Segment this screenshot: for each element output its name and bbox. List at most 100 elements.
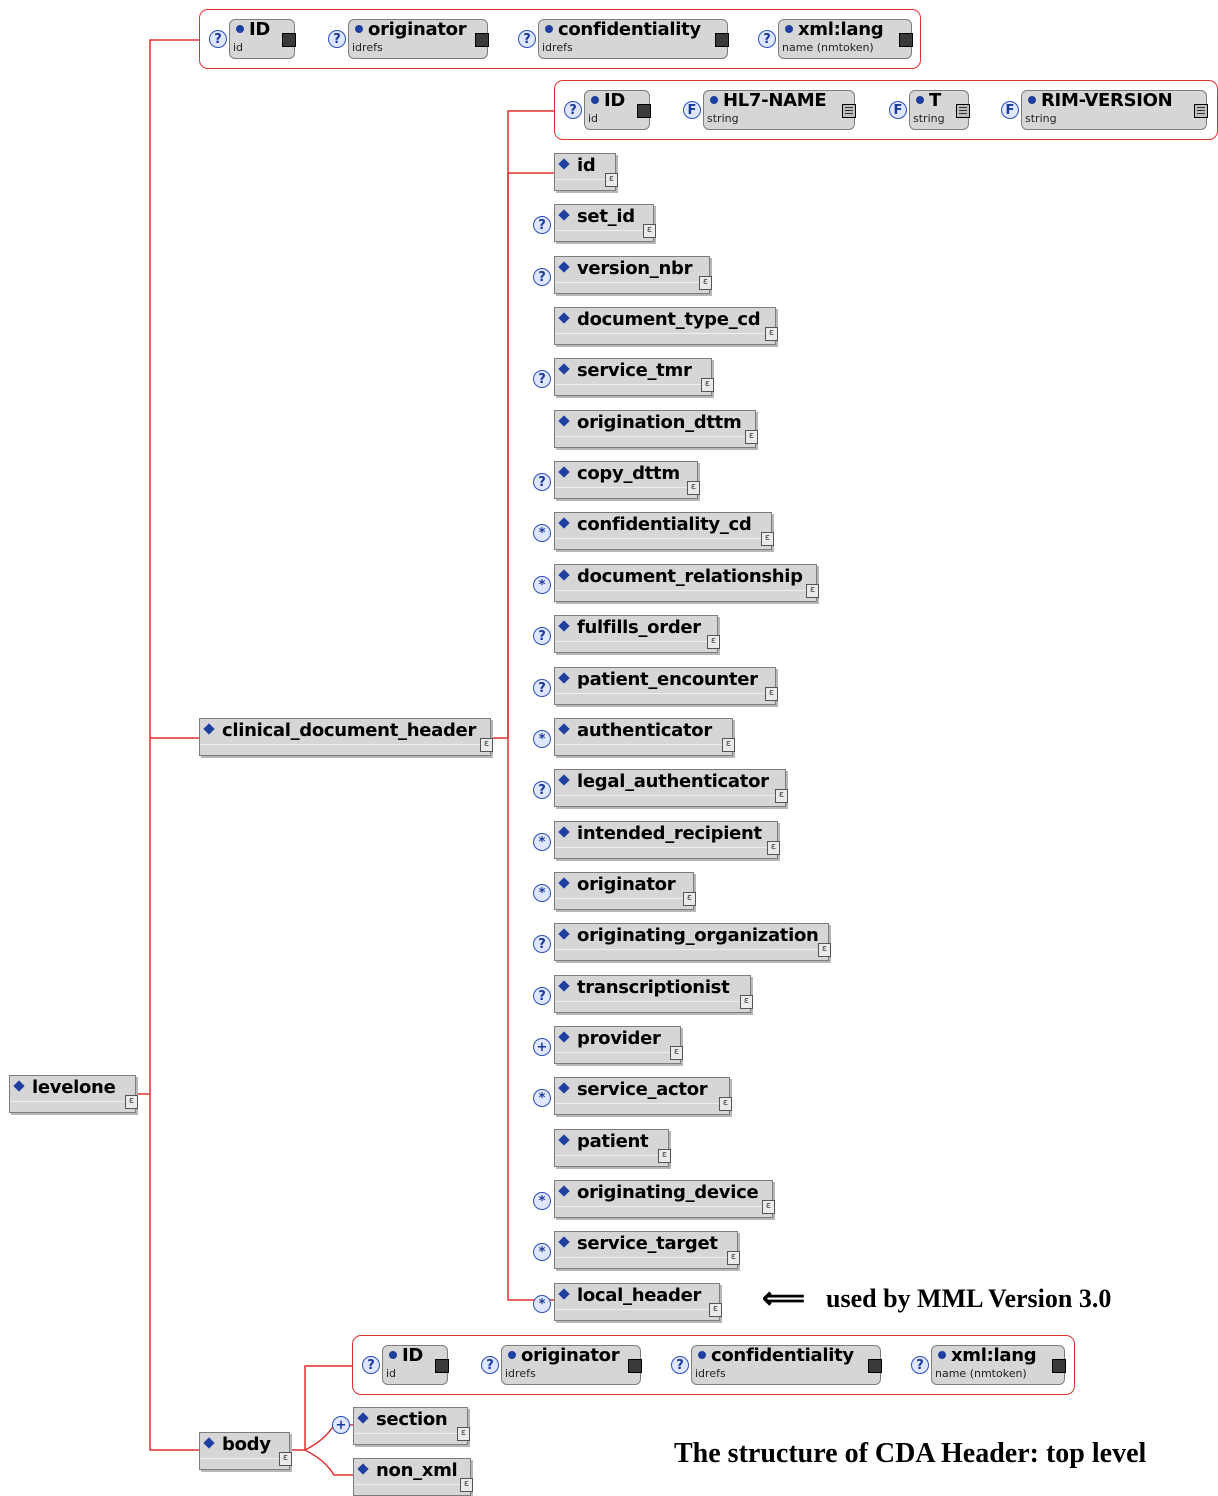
optional-icon: ?	[533, 473, 551, 492]
complex-type-icon: ε	[643, 224, 656, 239]
attribute-type-icon	[1194, 104, 1208, 118]
one-or-more-icon: +	[332, 1416, 350, 1434]
element-icon	[558, 517, 570, 530]
attribute-type-icon	[899, 33, 913, 47]
element-icon	[558, 209, 570, 222]
element-label: service_actor	[577, 1079, 708, 1101]
element-label: originator	[577, 873, 676, 895]
optional-icon: ?	[758, 30, 776, 48]
attribute-originator[interactable]: originator idrefs	[348, 19, 489, 59]
attribute-type-icon	[282, 33, 296, 47]
element-levelone[interactable]: levelone ε	[9, 1075, 138, 1113]
element-icon	[203, 723, 215, 735]
element-provider[interactable]: provider ε	[554, 1025, 683, 1064]
attribute-id[interactable]: ID id	[382, 1345, 449, 1385]
one-or-more-icon: +	[533, 1037, 551, 1056]
element-icon	[558, 774, 570, 786]
element-icon	[357, 1412, 369, 1424]
element-clinical-document-header[interactable]: clinical_document_header ε	[199, 718, 493, 756]
attribute-originator[interactable]: originator idrefs	[501, 1345, 642, 1385]
attribute-type-icon	[842, 104, 856, 118]
attribute-xml-lang[interactable]: xml:lang name (nmtoken)	[931, 1345, 1066, 1385]
element-icon	[558, 877, 570, 889]
attribute-type-icon	[956, 104, 970, 118]
element-label: document_relationship	[577, 565, 803, 587]
element-icon	[558, 1133, 570, 1146]
complex-type-icon: ε	[722, 737, 735, 752]
complex-type-icon: ε	[767, 840, 780, 855]
attribute-xml-lang[interactable]: xml:lang name (nmtoken)	[778, 19, 913, 59]
element-icon	[357, 1463, 369, 1475]
attribute-dot-icon	[389, 1351, 397, 1359]
element-label: originating_organization	[577, 925, 819, 947]
zero-or-more-icon: *	[533, 883, 551, 902]
zero-or-more-icon: *	[533, 832, 551, 851]
element-label: provider	[577, 1027, 661, 1049]
element-icon	[558, 261, 570, 273]
complex-type-icon: ε	[740, 994, 753, 1009]
attribute-t[interactable]: T string	[909, 90, 970, 130]
element-icon	[558, 723, 570, 735]
attribute-type-icon	[628, 1359, 642, 1373]
element-label: confidentiality_cd	[577, 514, 752, 536]
attribute-type-icon	[637, 104, 651, 118]
attribute-dot-icon	[698, 1351, 706, 1359]
complex-type-icon: ε	[709, 1302, 722, 1317]
element-icon	[558, 1236, 570, 1249]
complex-type-icon: ε	[806, 583, 819, 598]
complex-type-icon: ε	[775, 789, 788, 804]
attribute-id[interactable]: ID id	[229, 19, 296, 59]
complex-type-icon: ε	[279, 1452, 292, 1466]
element-label: set_id	[577, 206, 635, 228]
complex-type-icon: ε	[670, 1045, 683, 1060]
element-icon	[203, 1437, 215, 1449]
element-icon	[558, 415, 570, 427]
attribute-confidentiality[interactable]: confidentiality idrefs	[538, 19, 729, 59]
optional-icon: ?	[564, 101, 582, 119]
attribute-hl7-name[interactable]: HL7-NAME string	[703, 90, 856, 130]
element-section[interactable]: section ε	[353, 1407, 470, 1445]
optional-icon: ?	[533, 370, 551, 389]
element-icon	[558, 620, 570, 632]
complex-type-icon: ε	[818, 943, 831, 958]
attribute-rim-version[interactable]: RIM-VERSION string	[1021, 90, 1208, 130]
complex-type-icon: ε	[707, 635, 720, 650]
attribute-type-icon	[715, 33, 729, 47]
element-non-xml[interactable]: non_xml ε	[353, 1458, 473, 1496]
element-icon	[558, 569, 570, 581]
complex-type-icon: ε	[727, 1251, 740, 1266]
optional-icon: ?	[911, 1356, 929, 1374]
element-icon	[558, 1185, 570, 1197]
simple-content-icon: ε	[460, 1478, 473, 1492]
attribute-confidentiality[interactable]: confidentiality idrefs	[691, 1345, 882, 1385]
element-body[interactable]: body ε	[199, 1432, 292, 1470]
attribute-id[interactable]: ID id	[584, 90, 651, 130]
optional-icon: ?	[533, 935, 551, 954]
element-label: version_nbr	[577, 257, 693, 279]
attribute-type-icon	[435, 1359, 449, 1373]
element-icon	[558, 825, 570, 838]
attribute-dot-icon	[591, 96, 599, 104]
element-set-id[interactable]: set_id ε	[554, 204, 656, 243]
